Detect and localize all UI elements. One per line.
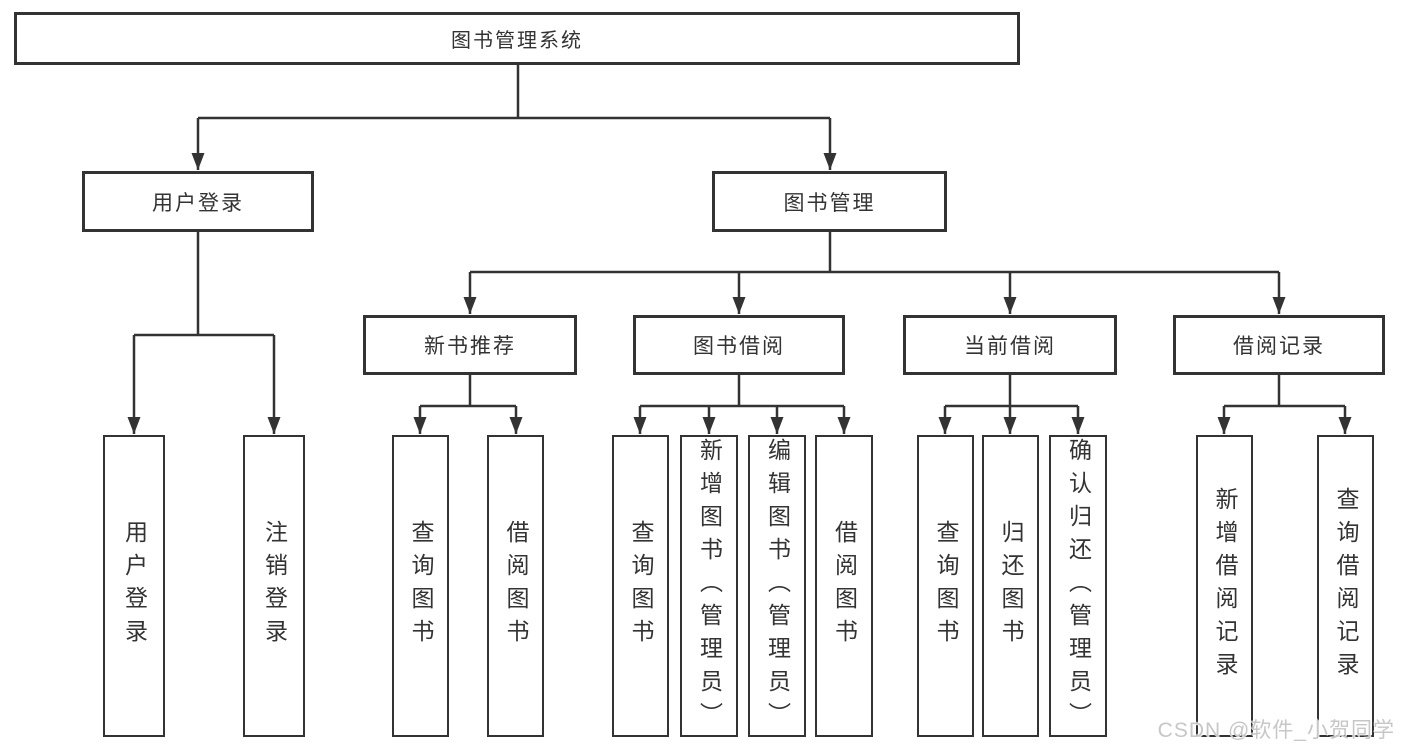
leaf-logout-label: 注销登录 [261, 520, 288, 652]
leaf-query-books-recommend: 查询图书 [392, 435, 449, 737]
leaf-query-books-recommend-label: 查询图书 [408, 520, 434, 652]
leaf-query-books-current-label: 查询图书 [933, 520, 959, 652]
connector-root-to-level2 [191, 65, 837, 170]
node-borrow-records-label: 借阅记录 [1233, 335, 1325, 358]
leaf-edit-book-admin: 编辑图书（管理员） [748, 435, 806, 737]
leaf-logout: 注销登录 [243, 435, 305, 737]
leaf-add-book-admin: 新增图书（管理员） [680, 435, 738, 737]
node-new-book-recommend-label: 新书推荐 [424, 335, 516, 358]
leaf-return-books-label: 归还图书 [998, 520, 1024, 652]
node-new-book-recommend: 新书推荐 [363, 315, 577, 375]
connector-current-borrow-children [938, 375, 1085, 434]
node-book-borrow-label: 图书借阅 [693, 335, 785, 358]
leaf-query-books-borrow: 查询图书 [612, 435, 669, 737]
node-borrow-records: 借阅记录 [1173, 315, 1385, 375]
node-current-borrow: 当前借阅 [903, 315, 1117, 375]
leaf-edit-book-admin-label: 编辑图书（管理员） [764, 437, 791, 735]
leaf-add-borrow-record: 新增借阅记录 [1196, 435, 1253, 737]
connector-borrow-records-children [1217, 375, 1352, 434]
leaf-user-login-label: 用户登录 [121, 520, 148, 652]
leaf-confirm-return-admin: 确认归还（管理员） [1049, 435, 1107, 737]
leaf-add-borrow-record-label: 新增借阅记录 [1212, 487, 1238, 685]
node-user-login: 用户登录 [82, 171, 314, 232]
node-book-management: 图书管理 [712, 171, 947, 232]
watermark: CSDN @软件_小贺同学 [1157, 719, 1395, 742]
connector-book-mgmt-children [463, 232, 1286, 314]
node-book-management-label: 图书管理 [783, 191, 876, 215]
leaf-borrow-books: 借阅图书 [815, 435, 873, 737]
leaf-add-book-admin-label: 新增图书（管理员） [696, 437, 723, 735]
connector-user-login-children [127, 232, 281, 434]
leaf-query-borrow-record-label: 查询借阅记录 [1333, 487, 1359, 685]
leaf-query-books-current: 查询图书 [917, 435, 974, 737]
leaf-borrow-books-label: 借阅图书 [831, 520, 858, 652]
node-root-system: 图书管理系统 [14, 12, 1020, 65]
node-current-borrow-label: 当前借阅 [964, 335, 1056, 358]
leaf-borrow-books-recommend: 借阅图书 [487, 435, 544, 737]
leaf-borrow-books-recommend-label: 借阅图书 [503, 520, 529, 652]
connector-new-book-children [413, 375, 523, 434]
node-root-label: 图书管理系统 [451, 30, 583, 52]
leaf-confirm-return-admin-label: 确认归还（管理员） [1065, 437, 1092, 735]
connector-book-borrow-children [633, 375, 851, 434]
leaf-user-login: 用户登录 [103, 435, 165, 737]
node-user-login-label: 用户登录 [152, 191, 244, 215]
leaf-query-borrow-record: 查询借阅记录 [1317, 435, 1374, 737]
node-book-borrow: 图书借阅 [633, 315, 845, 375]
leaf-return-books: 归还图书 [982, 435, 1039, 737]
leaf-query-books-borrow-label: 查询图书 [628, 520, 654, 652]
